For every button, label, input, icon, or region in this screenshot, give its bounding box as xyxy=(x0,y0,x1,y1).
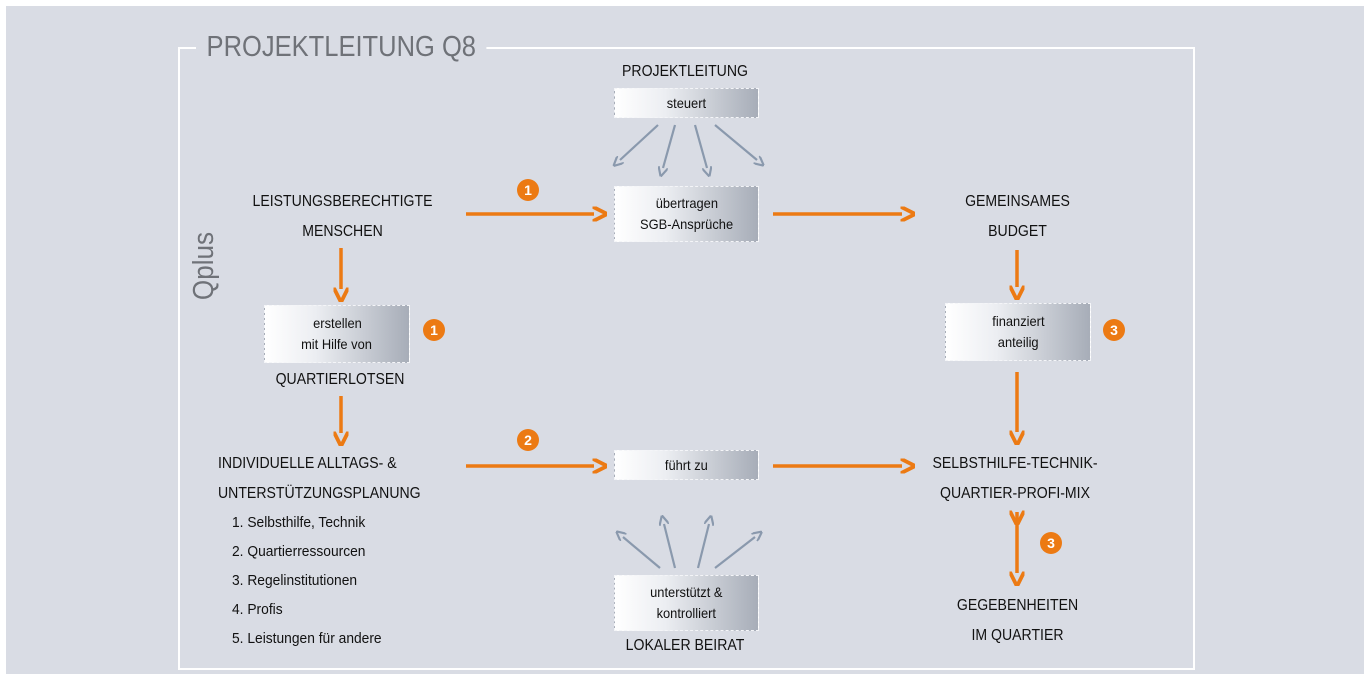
box-uebertragen: übertragen SGB-Ansprüche xyxy=(614,186,759,242)
label-line-1: SELBSTHILFE-TECHNIK- xyxy=(932,455,1098,472)
label-line-1: GEGEBENHEITEN xyxy=(956,597,1079,614)
box-text: steuert xyxy=(666,94,707,111)
planning-item: 4. Profis xyxy=(232,601,283,618)
gray-arrow-beirat-2 xyxy=(664,524,677,569)
badge-uebertragen: 1 xyxy=(517,179,539,201)
label-line-1: INDIVIDUELLE ALLTAGS- & xyxy=(218,455,397,472)
label-gemeinsames-budget: GEMEINSAMES BUDGET xyxy=(932,188,1104,246)
planning-item: 1. Selbsthilfe, Technik xyxy=(232,514,366,531)
box-text: erstellen xyxy=(312,315,362,331)
box-finanziert: finanziert anteilig xyxy=(945,303,1091,361)
planning-list: 1. Selbsthilfe, Technik 2. Quartierresso… xyxy=(232,508,382,653)
box-text: SGB-Ansprüche xyxy=(639,216,734,232)
badge-erstellen: 1 xyxy=(423,319,445,341)
box-text: unterstützt & xyxy=(650,584,723,600)
box-erstellen: erstellen mit Hilfe von xyxy=(264,305,410,363)
box-unterstuetzt: unterstützt & kontrolliert xyxy=(614,575,759,631)
label-mix: SELBSTHILFE-TECHNIK- QUARTIER-PROFI-MIX xyxy=(905,450,1125,508)
badge-finanziert: 3 xyxy=(1103,319,1125,341)
label-line-2: IM QUARTIER xyxy=(971,627,1064,644)
box-steuert: steuert xyxy=(614,88,759,118)
gray-arrow-steuert-1 xyxy=(620,124,659,160)
box-text: anteilig xyxy=(997,334,1039,350)
box-text: mit Hilfe von xyxy=(301,336,373,352)
gray-arrow-beirat-3 xyxy=(696,524,709,569)
box-text: finanziert xyxy=(991,313,1045,329)
box-fuehrt: führt zu xyxy=(614,450,759,480)
gray-arrow-steuert-4 xyxy=(714,124,757,160)
label-gegebenheiten: GEGEBENHEITEN IM QUARTIER xyxy=(932,592,1104,650)
gray-arrow-beirat-1 xyxy=(623,537,661,569)
gray-arrow-steuert-3 xyxy=(693,124,707,168)
gray-arrow-steuert-2 xyxy=(663,124,677,168)
box-text: kontrolliert xyxy=(656,605,717,621)
label-leistungsberechtigte-menschen: LEISTUNGSBERECHTIGTE MENSCHEN xyxy=(239,188,446,246)
diagram-title: PROJEKTLEITUNG Q8 xyxy=(196,31,487,63)
label-lokaler-beirat: LOKALER BEIRAT xyxy=(625,637,745,654)
planning-item: 3. Regelinstitutionen xyxy=(232,572,358,589)
box-text: führt zu xyxy=(665,456,708,473)
badge-gegebenheiten: 3 xyxy=(1040,532,1062,554)
gray-arrow-beirat-4 xyxy=(714,537,755,569)
label-line-1: LEISTUNGSBERECHTIGTE xyxy=(252,193,433,210)
label-projektleitung: PROJEKTLEITUNG xyxy=(622,63,748,80)
label-line-2: UNTERSTÜTZUNGSPLANUNG xyxy=(218,485,421,502)
diagram-frame xyxy=(178,47,1195,670)
badge-fuehrt: 2 xyxy=(517,429,539,451)
planning-item: 2. Quartierressourcen xyxy=(232,543,366,560)
label-line-1: GEMEINSAMES xyxy=(965,193,1070,210)
label-planung: INDIVIDUELLE ALLTAGS- & UNTERSTÜTZUNGSPL… xyxy=(218,450,421,508)
label-line-2: MENSCHEN xyxy=(302,223,383,240)
label-line-2: BUDGET xyxy=(988,223,1047,240)
label-line-2: QUARTIER-PROFI-MIX xyxy=(940,485,1090,502)
label-quartierlotsen: QUARTIERLOTSEN xyxy=(275,371,405,388)
planning-item: 5. Leistungen für andere xyxy=(232,630,382,647)
box-text: übertragen xyxy=(655,195,718,211)
